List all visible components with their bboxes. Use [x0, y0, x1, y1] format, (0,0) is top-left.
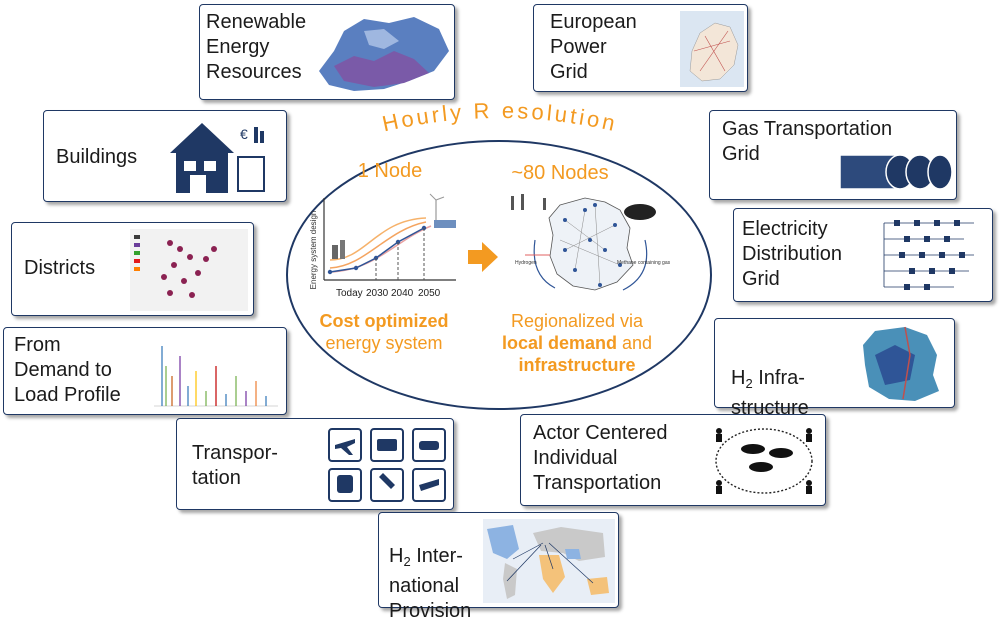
load-profile-label: From Demand to Load Profile	[14, 334, 121, 406]
european-grid-label: European Power Grid	[550, 11, 637, 83]
actor-cars-icon	[715, 428, 813, 494]
electricity-dist-label: Electricity Distribution Grid	[742, 218, 843, 290]
left-caption: Cost optimized energy system	[300, 310, 468, 354]
hourly-resolution-title: Hourly R esolution	[380, 98, 620, 136]
transportation-label: Transpor- tation	[192, 442, 278, 489]
eighty-nodes-title: ~80 Nodes	[511, 162, 609, 184]
box-h2-international: H2 Inter-national Provision	[378, 512, 619, 622]
local-demand-text: local demand	[501, 333, 617, 353]
gas-pipes-icon	[840, 154, 952, 190]
box-european-power-grid: European Power Grid	[533, 4, 748, 92]
energy-system-text: energy system	[325, 333, 443, 353]
germany-nodes-map: Hydrogen Methane containing gas	[511, 194, 671, 291]
box-actor-centered: Actor Centered Individual Transportation	[520, 414, 826, 506]
districts-label: Districts	[24, 257, 96, 279]
h2-infra-sub: 2	[745, 376, 753, 391]
regionalized-text: Regionalized via	[510, 311, 644, 331]
box-electricity-distribution: Electricity Distribution Grid	[733, 208, 993, 302]
transport-icon-grid	[327, 427, 447, 503]
district-network-map	[130, 229, 248, 311]
europe-resources-map	[319, 17, 449, 91]
h2-germany-map	[863, 326, 939, 401]
buildings-label: Buildings	[56, 146, 138, 168]
tick-2050: 2050	[418, 288, 441, 299]
h2-infra-h: H	[731, 367, 746, 389]
box-h2-infrastructure: H2 Infra-structure	[714, 318, 955, 419]
hourly-resolution-text: Hourly R esolution	[380, 98, 617, 136]
renewable-label: Renewable Energy Resources	[206, 11, 307, 83]
building-icon: €	[170, 123, 265, 193]
distribution-grid-diagram	[883, 220, 974, 290]
load-profile-chart	[154, 346, 278, 407]
svg-text:€: €	[240, 126, 248, 142]
world-h2-map	[483, 519, 615, 603]
right-caption: Regionalized via local demand and infras…	[482, 310, 672, 376]
h2-infra-line1: Infra-	[752, 367, 805, 389]
cost-optimized-text: Cost optimized	[319, 311, 449, 331]
h2-intl-line1: Inter-	[410, 545, 463, 567]
actor-centered-label: Actor Centered Individual Transportation	[533, 422, 668, 494]
energy-system-chart: Energy system design Today 2030 2040 205…	[309, 193, 456, 299]
h2-intl-sub: 2	[403, 554, 411, 569]
box-districts: Districts	[11, 222, 254, 316]
tick-today: Today	[336, 288, 363, 299]
and-text: and	[622, 333, 653, 353]
svg-text:Hourly R esolution: Hourly R esolution	[380, 98, 620, 136]
tick-2040: 2040	[391, 288, 414, 299]
map-label-hydrogen: Hydrogen	[515, 260, 537, 266]
gas-grid-label: Gas Transportation Grid	[722, 118, 893, 165]
one-node-title: 1 Node	[357, 160, 423, 182]
europe-grid-map	[680, 11, 744, 87]
h2-intl-label: H2 Inter-national Provision	[389, 519, 471, 624]
orange-arrow	[468, 242, 498, 272]
box-renewable-energy: Renewable Energy Resources	[199, 4, 455, 100]
box-gas-transportation: Gas Transportation Grid	[709, 110, 957, 200]
tick-2030: 2030	[366, 288, 389, 299]
map-label-methane: Methane containing gas	[617, 260, 671, 266]
box-load-profile: From Demand to Load Profile	[3, 327, 287, 415]
h2-infra-line2: structure	[731, 397, 809, 419]
infrastructure-text: infrastructure	[518, 355, 636, 375]
h2-intl-h: H	[389, 545, 404, 567]
box-buildings: Buildings €	[43, 110, 287, 202]
box-transportation: Transpor- tation	[176, 418, 454, 510]
chart-ylabel: Energy system design	[309, 211, 318, 290]
h2-infra-label: H2 Infra-structure	[731, 341, 809, 421]
center-ellipse	[286, 140, 712, 410]
